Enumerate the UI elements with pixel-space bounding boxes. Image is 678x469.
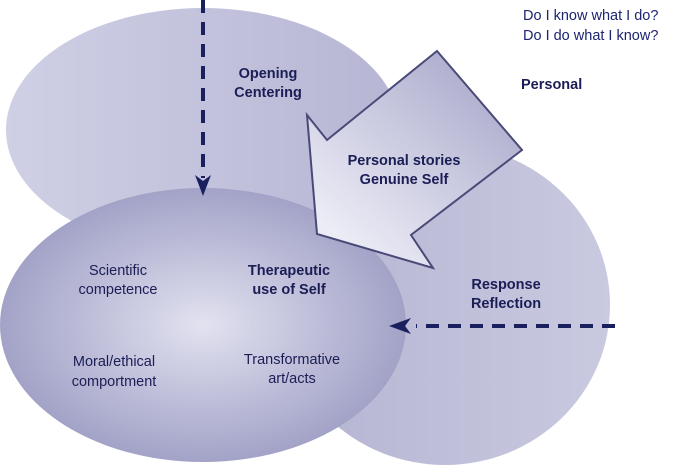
opening-label: Opening xyxy=(239,66,298,82)
core-ellipse xyxy=(0,188,406,462)
personal-ellipse xyxy=(6,8,400,252)
down-arrowhead-icon xyxy=(195,175,211,196)
left-arrowhead-icon xyxy=(389,318,411,334)
genuine-self-label: Genuine Self xyxy=(360,172,449,188)
personal-label: Personal xyxy=(521,77,582,93)
scientific-label: Scientific xyxy=(89,263,147,279)
transformative-label: Transformative xyxy=(244,352,340,368)
personal-stories-arrow xyxy=(305,49,524,270)
moral-label: Moral/ethical xyxy=(73,354,155,370)
personal-stories-label: Personal stories xyxy=(348,153,461,169)
question-2: Do I do what I know? xyxy=(523,28,658,44)
competence-label: competence xyxy=(79,282,158,298)
centering-label: Centering xyxy=(234,85,302,101)
question-1: Do I know what I do? xyxy=(523,8,658,24)
therapeutic-label: Therapeutic xyxy=(248,263,330,279)
use-of-self-label: use of Self xyxy=(252,282,325,298)
response-label: Response xyxy=(471,277,540,293)
art-acts-label: art/acts xyxy=(268,371,316,387)
comportment-label: comportment xyxy=(72,374,157,390)
reflection-label: Reflection xyxy=(471,296,541,312)
